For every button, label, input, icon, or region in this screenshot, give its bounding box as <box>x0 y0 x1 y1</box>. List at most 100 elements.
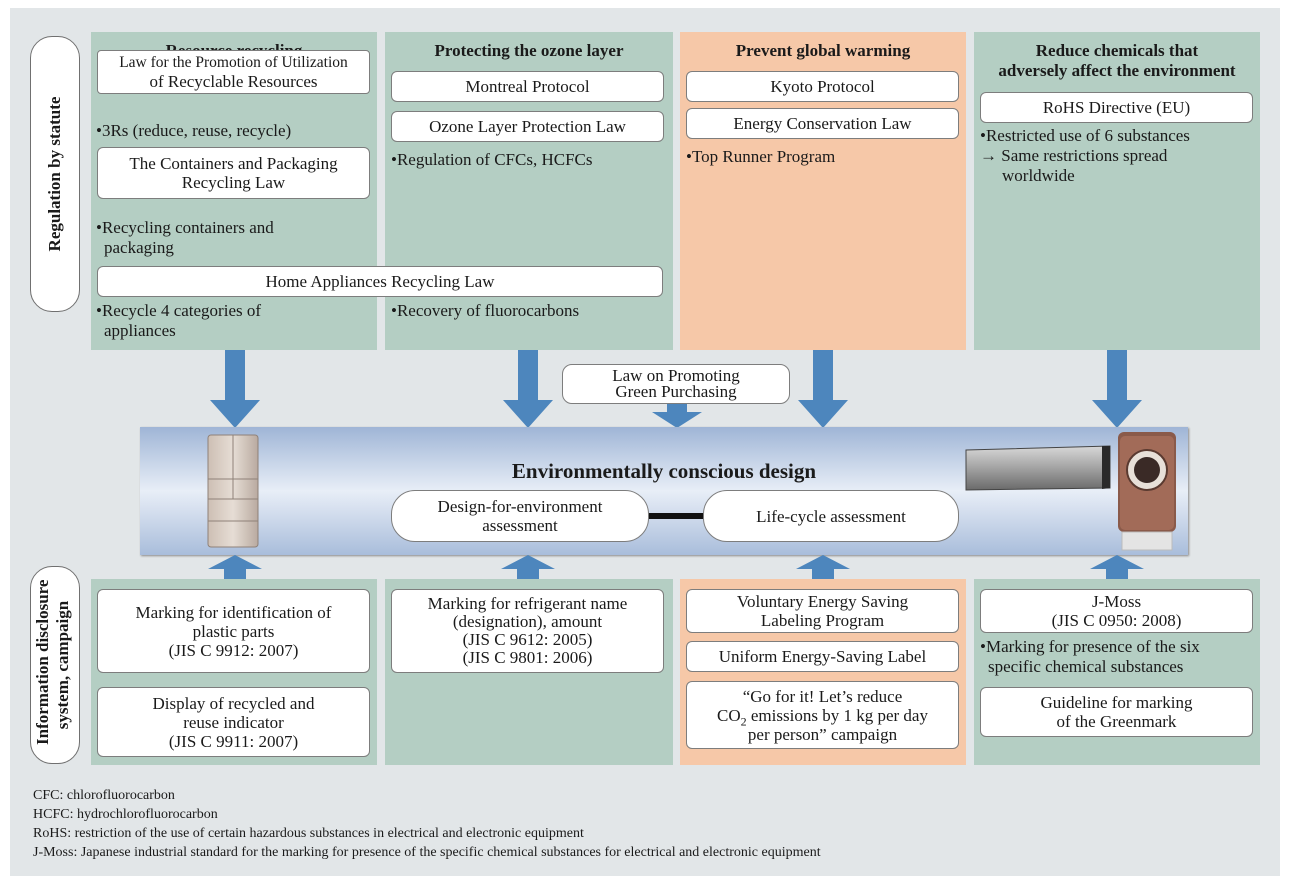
containers-packaging-law-line2: Recycling Law <box>181 173 286 192</box>
home-appliances-law-box: Home Appliances Recycling Law <box>97 266 663 297</box>
voluntary-labeling-box: Voluntary Energy Saving Labeling Program <box>686 589 959 633</box>
3rs-bullet-text: 3Rs (reduce, reuse, recycle) <box>101 121 292 140</box>
dfe-assessment-line1: Design-for-environment <box>437 497 603 516</box>
plastic-parts-line3: (JIS C 9912: 2007) <box>168 640 299 660</box>
recycling-containers-bullet: •Recycling containers and packaging <box>96 218 274 257</box>
jmoss-marking-bullet-line1: Marking for presence of the six <box>985 637 1200 656</box>
recycling-containers-bullet-line2: packaging <box>104 238 174 257</box>
voluntary-labeling-line2: Labeling Program <box>760 611 885 630</box>
energy-conservation-law-box: Energy Conservation Law <box>686 108 959 139</box>
refrigerator-image <box>207 434 259 548</box>
top-runner-bullet: •Top Runner Program <box>686 147 836 166</box>
up-arrow-warming <box>796 555 850 579</box>
recycled-indicator-box: Display of recycled and reuse indicator … <box>97 687 370 757</box>
abbreviation-notes: CFC: chlorofluorocarbon HCFC: hydrochlor… <box>33 786 821 862</box>
plastic-parts-line1: Marking for identification of <box>135 602 332 622</box>
chemicals-title-line1: Reduce chemicals that <box>1035 41 1199 60</box>
info-side-label-line1: Information disclosure <box>33 579 52 745</box>
chemicals-title: Reduce chemicals that adversely affect t… <box>974 41 1260 81</box>
recycle-appliances-bullet: •Recycle 4 categories of appliances <box>96 301 262 340</box>
rohs-directive-label: RoHS Directive (EU) <box>1042 98 1191 117</box>
recycling-containers-bullet-line1: Recycling containers and <box>101 218 274 237</box>
down-arrow-ozone <box>503 350 553 428</box>
top-runner-bullet-text: Top Runner Program <box>691 147 836 166</box>
co2-text: CO <box>717 705 741 725</box>
info-side-pill <box>30 566 80 764</box>
greenmark-line1: Guideline for marking <box>1040 693 1193 712</box>
recyclable-resources-law-box: Law for the Promotion of Utilization of … <box>97 50 370 94</box>
greenmark-line2: of the Greenmark <box>1056 712 1177 731</box>
up-arrow-chemicals <box>1090 555 1144 579</box>
home-appliances-law-label: Home Appliances Recycling Law <box>265 272 495 291</box>
plastic-parts-line2: plastic parts <box>192 621 275 641</box>
washing-machine-image <box>1118 432 1176 551</box>
green-purchasing-line1: Law on Promoting <box>612 366 740 385</box>
dfe-assessment-pill: Design-for-environment assessment <box>391 490 649 542</box>
restricted-substances-bullet-line3: worldwide <box>1002 166 1075 185</box>
ozone-protection-law-label: Ozone Layer Protection Law <box>429 117 626 136</box>
recycle-appliances-bullet-line1: Recycle 4 categories of <box>101 301 262 320</box>
refrigerant-line3: (JIS C 9612: 2005) <box>462 630 593 649</box>
greenmark-guideline-box: Guideline for marking of the Greenmark <box>980 687 1253 737</box>
jmoss-line1: J-Moss <box>1091 592 1142 611</box>
restricted-substances-bullet: •Restricted use of 6 substances → Same r… <box>980 126 1190 185</box>
3rs-bullet: •3Rs (reduce, reuse, recycle) <box>96 121 292 140</box>
containers-packaging-law-box: The Containers and Packaging Recycling L… <box>97 147 370 199</box>
regulation-side-pill <box>30 36 80 312</box>
refrigerant-line1: Marking for refrigerant name <box>427 594 628 613</box>
jmoss-line2: (JIS C 0950: 2008) <box>1051 611 1182 630</box>
jmoss-box: J-Moss (JIS C 0950: 2008) <box>980 589 1253 633</box>
recycled-indicator-line1: Display of recycled and <box>152 693 315 713</box>
chemicals-title-line2: adversely affect the environment <box>998 61 1236 80</box>
note-hcfc: HCFC: hydrochlorofluorocarbon <box>33 807 218 822</box>
recycled-indicator-line2: reuse indicator <box>183 712 284 732</box>
info-side-label: Information disclosure system, campaign <box>33 579 77 745</box>
restricted-substances-bullet-line2: → Same restrictions spread <box>980 146 1168 165</box>
down-arrow-green-purchasing <box>652 400 702 428</box>
global-warming-title: Prevent global warming <box>735 41 911 60</box>
lifecycle-assessment-label: Life-cycle assessment <box>756 506 906 526</box>
co2-campaign-line2: CO2 emissions by 1 kg per day <box>717 705 928 728</box>
restricted-substances-bullet-line1: Restricted use of 6 substances <box>985 126 1190 145</box>
up-arrow-ozone <box>501 555 555 579</box>
recyclable-resources-law-line2: of Recyclable Resources <box>149 72 318 91</box>
montreal-protocol-box: Montreal Protocol <box>391 71 664 102</box>
plastic-parts-marking-box: Marking for identification of plastic pa… <box>97 589 370 673</box>
environmental-design-title: Environmentally conscious design <box>511 459 817 483</box>
montreal-protocol-label: Montreal Protocol <box>465 77 590 96</box>
lifecycle-assessment-pill: Life-cycle assessment <box>703 490 959 542</box>
recyclable-resources-law-line1: Law for the Promotion of Utilization <box>119 54 348 71</box>
down-arrow-chemicals <box>1092 350 1142 428</box>
co2-subscript: 2 <box>740 713 747 728</box>
kyoto-protocol-box: Kyoto Protocol <box>686 71 959 102</box>
refrigerant-line2: (designation), amount <box>452 612 603 631</box>
voluntary-labeling-line1: Voluntary Energy Saving <box>736 592 909 611</box>
cfc-regulation-bullet: •Regulation of CFCs, HCFCs <box>391 150 593 169</box>
refrigerant-line4: (JIS C 9801: 2006) <box>462 648 593 667</box>
green-purchasing-law-box: Law on Promoting Green Purchasing <box>562 364 790 404</box>
ozone-layer-title: Protecting the ozone layer <box>434 41 624 60</box>
cfc-regulation-bullet-text: Regulation of CFCs, HCFCs <box>396 150 593 169</box>
fluorocarbon-recovery-bullet-text: Recovery of fluorocarbons <box>396 301 580 320</box>
jmoss-marking-bullet: •Marking for presence of the six specifi… <box>980 637 1200 676</box>
containers-packaging-law-line1: The Containers and Packaging <box>129 154 338 173</box>
uniform-label-box: Uniform Energy-Saving Label <box>686 641 959 672</box>
recycle-appliances-bullet-line2: appliances <box>104 321 176 340</box>
co2-campaign-box: “Go for it! Let’s reduce CO2 emissions b… <box>686 681 959 749</box>
note-rohs: RoHS: restriction of the use of certain … <box>33 826 584 841</box>
kyoto-protocol-label: Kyoto Protocol <box>770 77 875 96</box>
uniform-label-text: Uniform Energy-Saving Label <box>718 647 927 666</box>
regulation-side-label: Regulation by statute <box>45 96 64 252</box>
green-purchasing-line2: Green Purchasing <box>615 382 737 401</box>
note-cfc: CFC: chlorofluorocarbon <box>33 788 175 803</box>
recycled-indicator-line3: (JIS C 9911: 2007) <box>168 731 299 751</box>
up-arrow-resource <box>208 555 262 579</box>
air-conditioner-image <box>965 445 1111 491</box>
info-side-label-line2: system, campaign <box>53 600 72 730</box>
down-arrow-warming <box>798 350 848 428</box>
jmoss-marking-bullet-line2: specific chemical substances <box>988 657 1184 676</box>
co2-campaign-line1: “Go for it! Let’s reduce <box>742 686 903 706</box>
chemicals-panel: Reduce chemicals that adversely affect t… <box>974 32 1260 350</box>
down-arrow-resource <box>210 350 260 428</box>
refrigerant-marking-box: Marking for refrigerant name (designatio… <box>391 589 664 673</box>
